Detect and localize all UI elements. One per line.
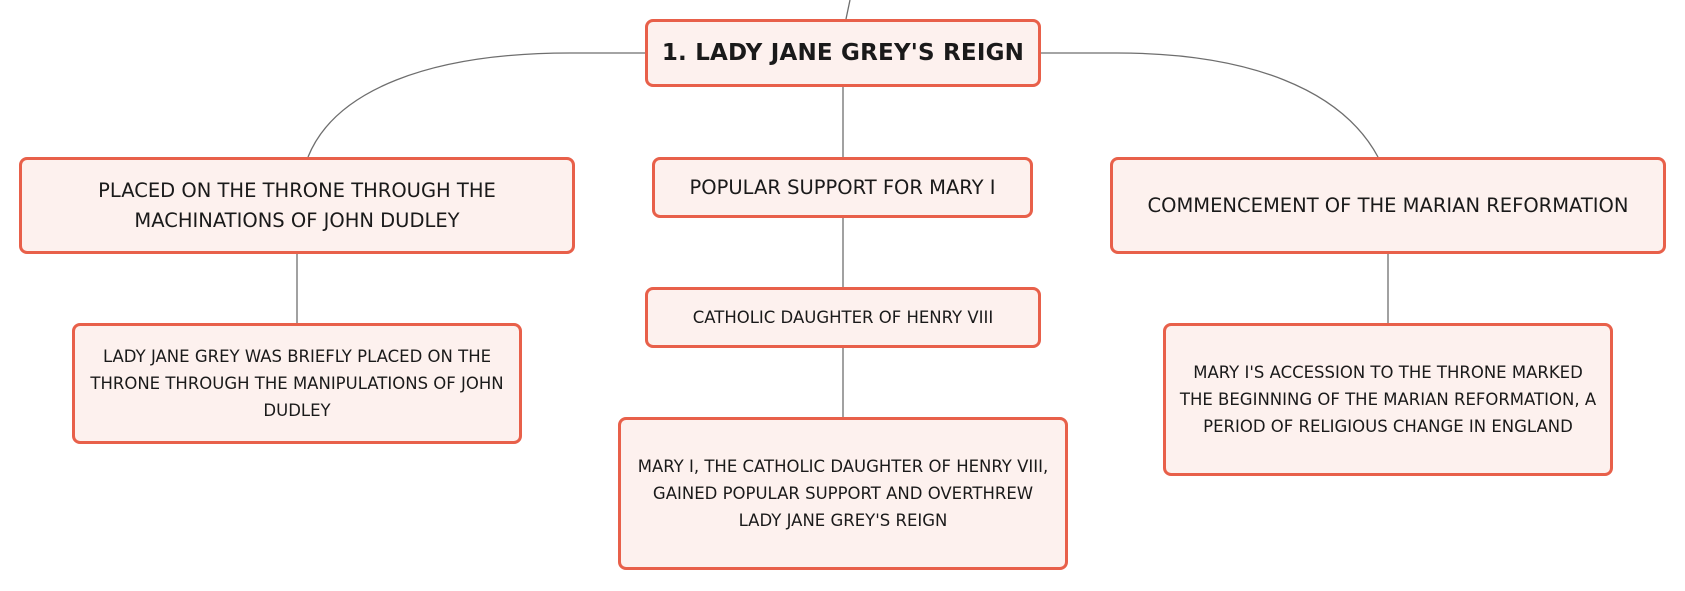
right-detail-text: MARY I'S ACCESSION TO THE THRONE MARKED … — [1179, 363, 1597, 436]
left-branch-label: PLACED ON THE THRONE THROUGH THE MACHINA… — [98, 178, 496, 232]
right-detail-node[interactable]: MARY I'S ACCESSION TO THE THRONE MARKED … — [1163, 323, 1613, 476]
center-child-node[interactable]: CATHOLIC DAUGHTER OF HENRY VIII — [645, 287, 1041, 348]
left-detail-text: LADY JANE GREY WAS BRIEFLY PLACED ON THE… — [90, 347, 504, 420]
center-detail-text: MARY I, THE CATHOLIC DAUGHTER OF HENRY V… — [637, 457, 1049, 530]
center-child-label: CATHOLIC DAUGHTER OF HENRY VIII — [692, 308, 994, 327]
left-detail-node[interactable]: LADY JANE GREY WAS BRIEFLY PLACED ON THE… — [72, 323, 522, 444]
center-detail-node[interactable]: MARY I, THE CATHOLIC DAUGHTER OF HENRY V… — [618, 417, 1068, 570]
left-branch-node[interactable]: PLACED ON THE THRONE THROUGH THE MACHINA… — [19, 157, 575, 254]
connector-root-parent — [845, 0, 851, 20]
root-node-label: 1. LADY JANE GREY'S REIGN — [661, 40, 1025, 66]
connector-root-left — [307, 52, 646, 158]
root-node[interactable]: 1. LADY JANE GREY'S REIGN — [645, 19, 1041, 87]
center-branch-node[interactable]: POPULAR SUPPORT FOR MARY I — [652, 157, 1033, 218]
connector-root-right — [1041, 52, 1379, 158]
center-branch-label: POPULAR SUPPORT FOR MARY I — [689, 175, 996, 199]
right-branch-label: COMMENCEMENT OF THE MARIAN REFORMATION — [1147, 193, 1629, 217]
right-branch-node[interactable]: COMMENCEMENT OF THE MARIAN REFORMATION — [1110, 157, 1666, 254]
